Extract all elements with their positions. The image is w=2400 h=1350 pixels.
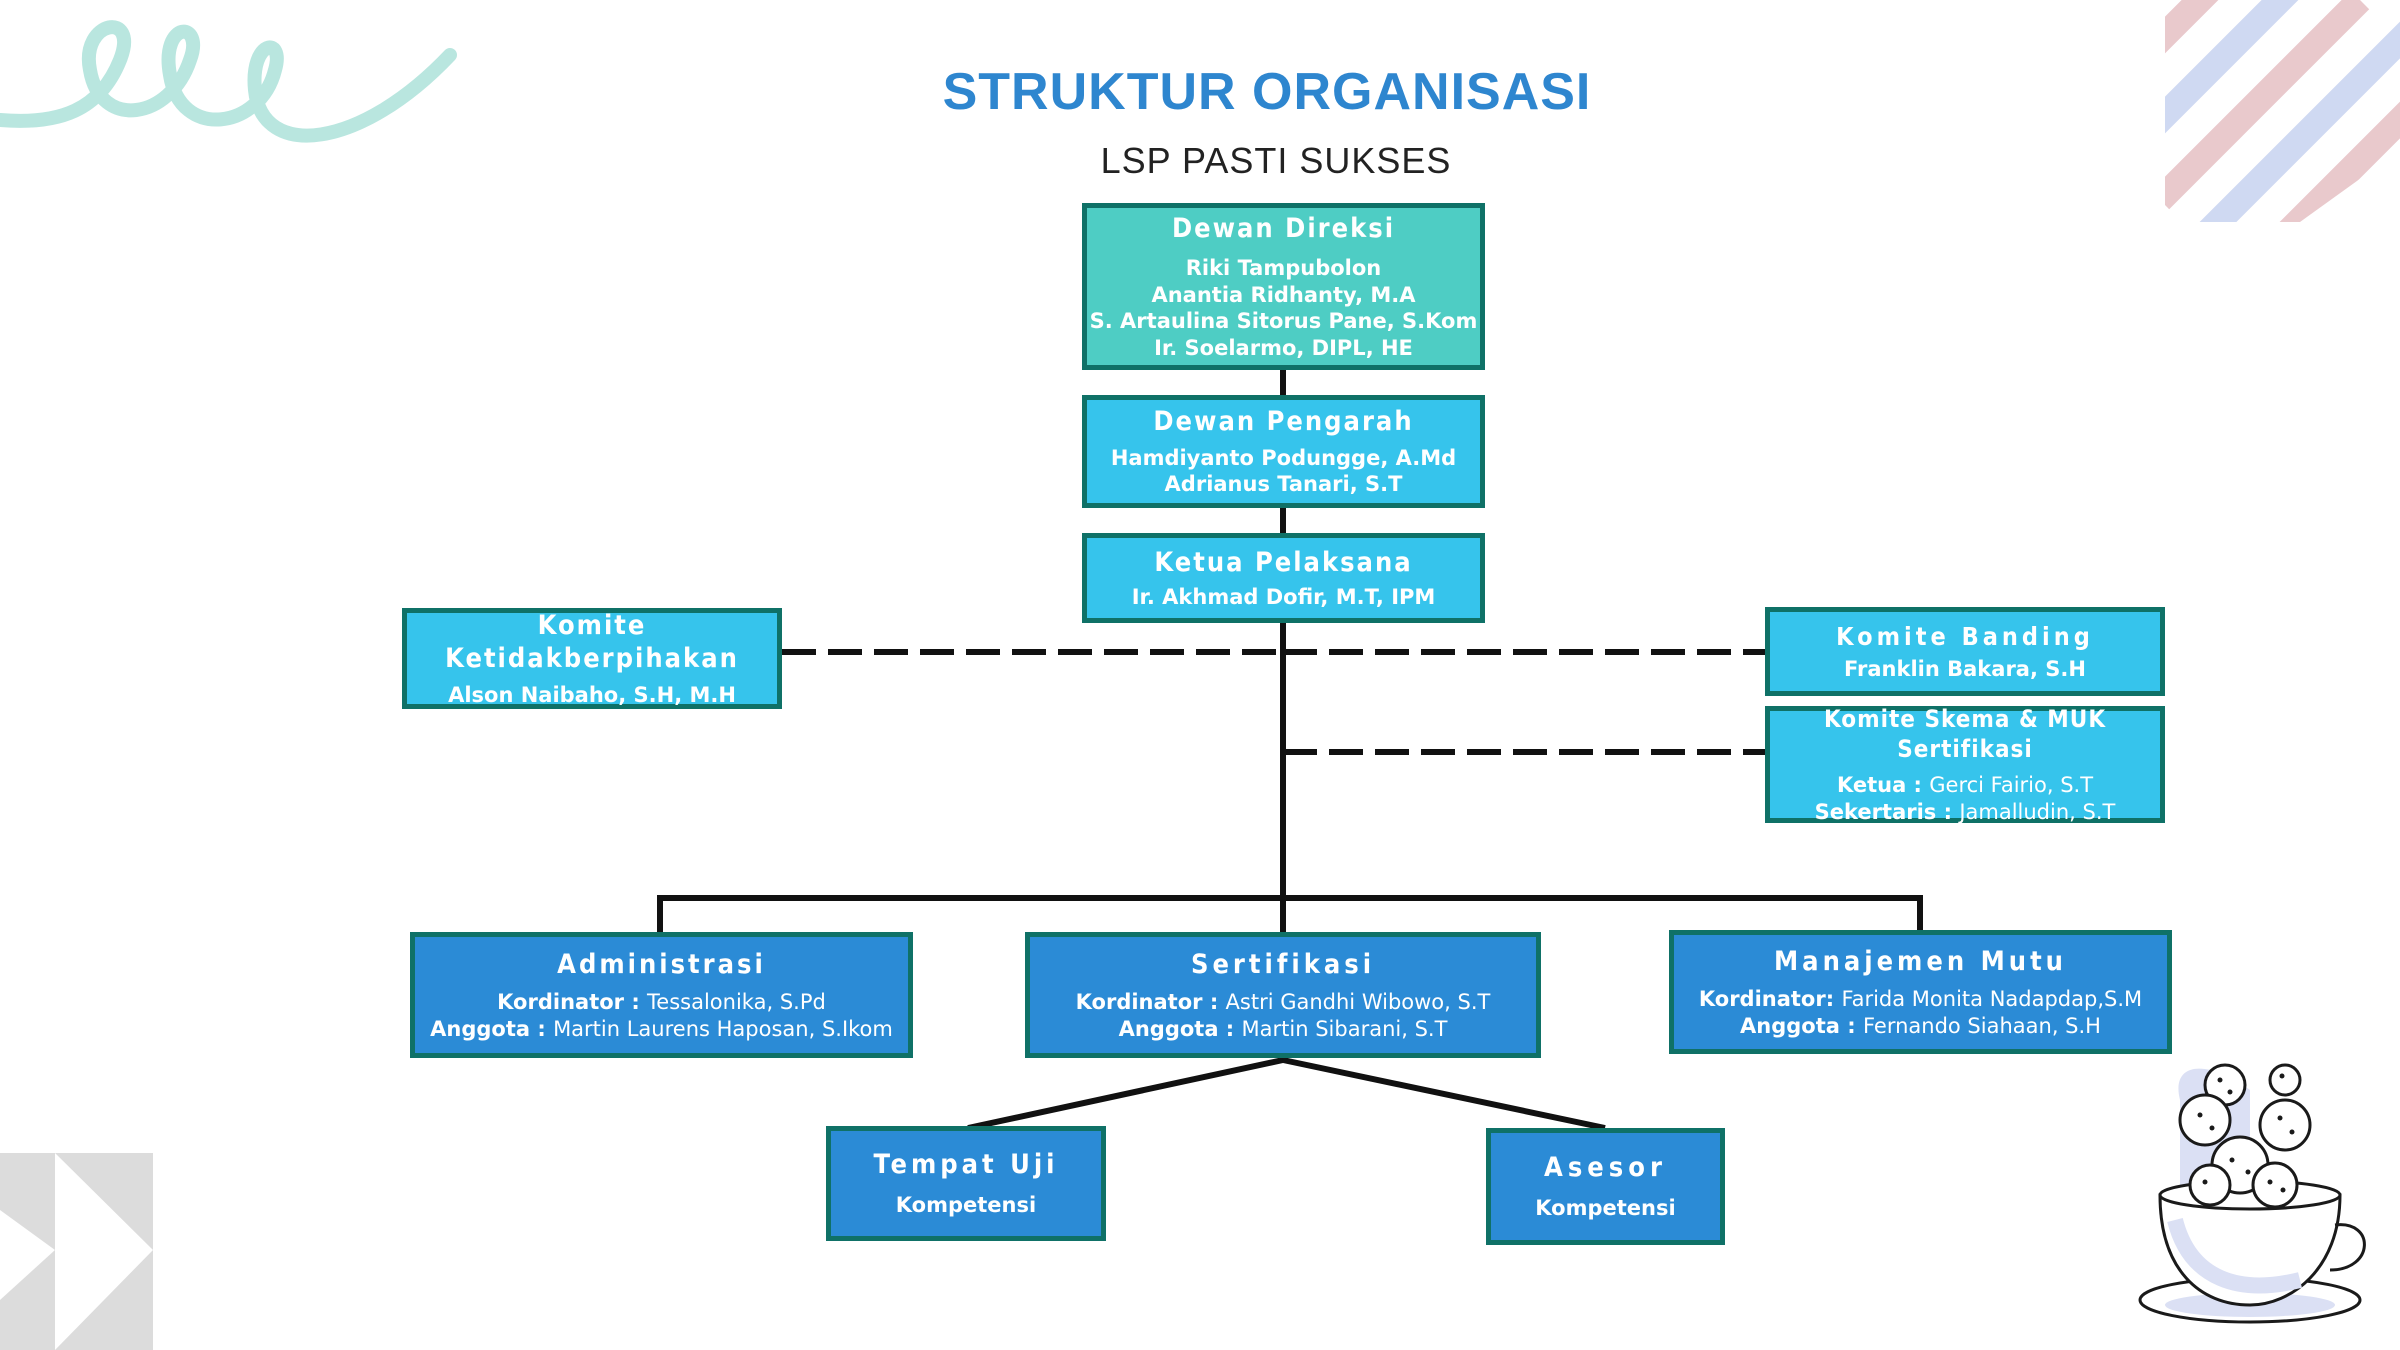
row-anggota: Anggota : Martin Sibarani, S.T <box>1119 1016 1448 1042</box>
member: Ir. Soelarmo, DIPL, HE <box>1154 335 1413 360</box>
page-subtitle: LSP PASTI SUKSES <box>1100 140 1452 181</box>
box-title: Komite Skema & MUK Sertifikasi <box>1823 705 2107 764</box>
box-asesor: Asesor Kompetensi <box>1486 1128 1725 1245</box>
row-label: Ketua : <box>1836 773 1922 798</box>
coffee-cup-icon <box>2138 1063 2366 1324</box>
member: S. Artaulina Sitorus Pane, S.Kom <box>1089 309 1478 334</box>
box-subtitle: Kompetensi <box>895 1193 1037 1218</box>
box-subtitle: Kompetensi <box>1535 1196 1676 1221</box>
row-value: Tessalonika, S.Pd <box>647 990 826 1015</box>
connector-tempat-uji <box>967 1057 1284 1131</box>
scribble-decoration <box>0 20 457 143</box>
row-value: Martin Sibarani, S.T <box>1241 1016 1448 1041</box>
box-title: Komite Ketidakberpihakan <box>445 609 739 675</box>
box-manajemen-mutu: Manajemen Mutu Kordinator: Farida Monita… <box>1669 930 2172 1054</box>
row-value: Farida Monita Nadapdap,S.M <box>1841 987 2143 1012</box>
row-label: Kordinator : <box>497 990 640 1015</box>
box-title: Ketua Pelaksana <box>1154 546 1413 578</box>
box-komite-banding: Komite Banding Franklin Bakara, S.H <box>1765 607 2165 696</box>
row-ketua: Ketua : Gerci Fairio, S.T <box>1837 772 2093 798</box>
box-title: Sertifikasi <box>1190 948 1376 980</box>
row-anggota: Anggota : Martin Laurens Haposan, S.Ikom <box>430 1016 893 1042</box>
box-dewan-pengarah: Dewan Pengarah Hamdiyanto Podungge, A.Md… <box>1082 395 1485 508</box>
stripes-decoration <box>2165 0 2400 222</box>
box-title: Komite Banding <box>1836 621 2094 651</box>
box-title: Dewan Direksi <box>1171 212 1396 244</box>
row-value: Gerci Fairio, S.T <box>1929 773 2094 798</box>
member: Alson Naibaho, S.H, M.H <box>448 683 736 708</box>
connector-asesor <box>1282 1057 1606 1131</box>
row-label: Anggota : <box>1740 1013 1856 1038</box>
member: Hamdiyanto Podungge, A.Md <box>1110 445 1457 470</box>
box-title: Asesor <box>1544 1152 1667 1184</box>
member: Anantia Ridhanty, M.A <box>1151 282 1416 307</box>
member: Ir. Akhmad Dofir, M.T, IPM <box>1131 584 1436 609</box>
row-value: Martin Laurens Haposan, S.Ikom <box>553 1016 893 1041</box>
box-komite-skema: Komite Skema & MUK Sertifikasi Ketua : G… <box>1765 705 2165 825</box>
box-title: Tempat Uji <box>873 1149 1059 1181</box>
box-title: Manajemen Mutu <box>1774 945 2067 977</box>
row-kordinator: Kordinator : Astri Gandhi Wibowo, S.T <box>1076 989 1491 1015</box>
box-title: Dewan Pengarah <box>1153 406 1414 438</box>
box-tempat-uji: Tempat Uji Kompetensi <box>826 1126 1106 1241</box>
row-kordinator: Kordinator: Farida Monita Nadapdap,S.M <box>1699 986 2142 1012</box>
row-label: Anggota : <box>430 1016 546 1041</box>
box-dewan-direksi: Dewan Direksi Riki Tampubolon Anantia Ri… <box>1082 203 1485 370</box>
member: Adrianus Tanari, S.T <box>1164 472 1403 497</box>
row-label: Kordinator: <box>1698 987 1835 1012</box>
row-value: Fernando Siahaan, S.H <box>1862 1013 2101 1038</box>
row-value: Jamalludin, S.T <box>1959 799 2116 824</box>
box-ketua-pelaksana: Ketua Pelaksana Ir. Akhmad Dofir, M.T, I… <box>1082 533 1485 623</box>
box-sertifikasi: Sertifikasi Kordinator : Astri Gandhi Wi… <box>1025 932 1541 1058</box>
page-title: STRUKTUR ORGANISASI <box>942 63 1592 121</box>
box-title: Administrasi <box>557 948 766 980</box>
box-administrasi: Administrasi Kordinator : Tessalonika, S… <box>410 932 913 1058</box>
row-sekertaris: Sekertaris : Jamalludin, S.T <box>1815 799 2116 825</box>
row-label: Kordinator : <box>1075 990 1219 1015</box>
row-value: Astri Gandhi Wibowo, S.T <box>1225 990 1491 1015</box>
row-label: Anggota : <box>1118 1016 1235 1041</box>
grey-shape-decoration <box>0 1153 153 1350</box>
row-anggota: Anggota : Fernando Siahaan, S.H <box>1740 1013 2101 1039</box>
row-kordinator: Kordinator : Tessalonika, S.Pd <box>497 989 826 1015</box>
row-label: Sekertaris : <box>1814 799 1952 824</box>
member: Franklin Bakara, S.H <box>1844 656 2086 681</box>
box-komite-ketidakberpihakan: Komite Ketidakberpihakan Alson Naibaho, … <box>402 608 782 709</box>
member: Riki Tampubolon <box>1185 256 1382 281</box>
